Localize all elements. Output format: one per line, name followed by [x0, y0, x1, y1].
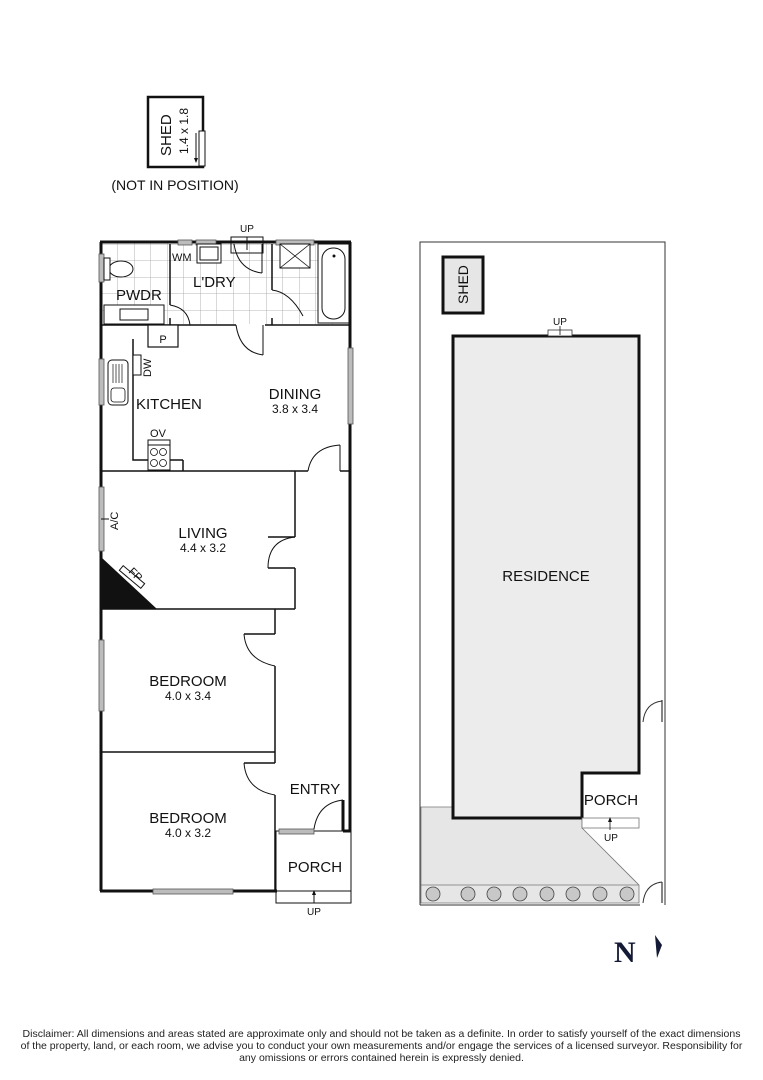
- room-label-porch: PORCH: [288, 859, 342, 876]
- north-compass: N: [614, 935, 662, 969]
- site-shed-label: SHED: [455, 265, 471, 304]
- shed-label: SHED: [158, 114, 175, 156]
- room-label-dining: DINING: [269, 386, 322, 403]
- house-floor-plan: UP PWDR WM L'DRY P DW KITCHEN OV DINING …: [98, 224, 354, 918]
- north-arrow-icon: [655, 935, 662, 958]
- fixture-label-ac: A/C: [109, 512, 121, 530]
- room-dims-bedroom-1: 4.0 x 3.4: [165, 689, 211, 703]
- room-label-living: LIVING: [178, 525, 227, 542]
- site-plan: SHED UP RESIDENCE PORCH UP: [419, 241, 666, 906]
- north-letter: N: [614, 936, 636, 969]
- site-up-label-porch: UP: [604, 833, 618, 844]
- fixture-label-oven: OV: [150, 428, 167, 440]
- shed-dimensions: 1.4 x 1.8: [177, 108, 191, 154]
- disclaimer-text: Disclaimer: All dimensions and areas sta…: [20, 1028, 743, 1064]
- room-dims-living: 4.4 x 3.2: [180, 541, 226, 555]
- room-label-laundry: L'DRY: [193, 274, 236, 291]
- fixture-label-wm: WM: [172, 252, 192, 264]
- stairs-up-label-top: UP: [240, 224, 254, 235]
- shed-note: (NOT IN POSITION): [111, 177, 238, 193]
- shed-detail: SHED 1.4 x 1.8 (NOT IN POSITION): [111, 95, 239, 193]
- room-dims-dining: 3.8 x 3.4: [272, 402, 318, 416]
- room-label-entry: ENTRY: [290, 781, 341, 798]
- room-label-bedroom-1: BEDROOM: [149, 673, 227, 690]
- room-dims-bedroom-2: 4.0 x 3.2: [165, 826, 211, 840]
- site-residence-label: RESIDENCE: [502, 568, 590, 585]
- shrub-row: [425, 886, 635, 902]
- room-label-pwdr: PWDR: [116, 287, 162, 304]
- site-porch-label: PORCH: [584, 792, 638, 809]
- room-label-bedroom-2: BEDROOM: [149, 810, 227, 827]
- fixture-label-dishwasher: DW: [142, 358, 154, 377]
- room-label-kitchen: KITCHEN: [136, 396, 202, 413]
- site-up-label-rear: UP: [553, 317, 567, 328]
- stairs-up-label-porch: UP: [307, 907, 321, 918]
- fixture-label-pantry: P: [159, 334, 166, 346]
